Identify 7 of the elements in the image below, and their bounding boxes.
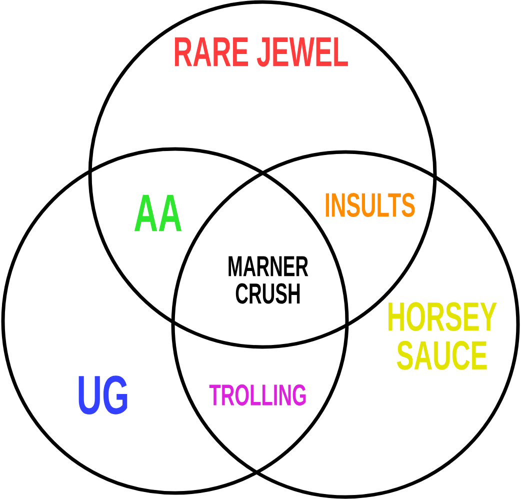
region-label: MARNER CRUSH	[228, 256, 308, 304]
circle-label: UG	[78, 376, 128, 414]
circle-label: HORSEY SAUCE	[388, 302, 497, 370]
region-label: TROLLING	[209, 384, 306, 406]
region-label: AA	[134, 194, 182, 232]
region-label: INSULTS	[326, 193, 415, 217]
circle-label: RARE JEWEL	[175, 37, 348, 67]
